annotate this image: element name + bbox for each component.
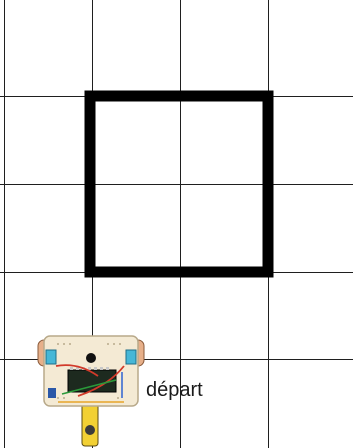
start-label: départ	[146, 378, 203, 402]
robot-car-icon	[38, 336, 144, 446]
